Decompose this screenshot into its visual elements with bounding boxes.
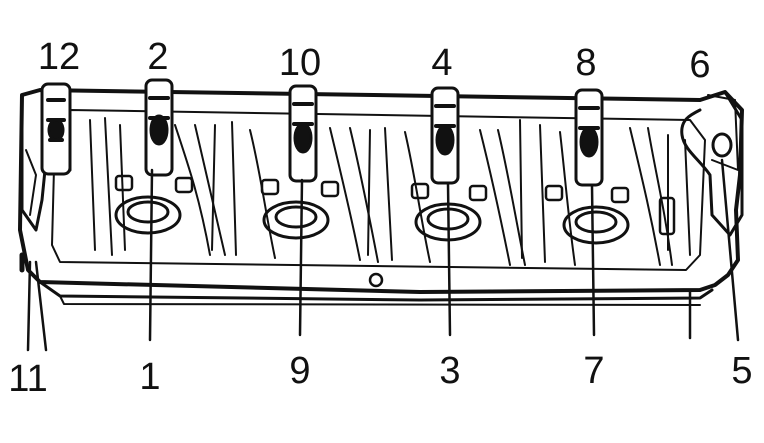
center-plug — [368, 272, 384, 288]
leader-5 — [720, 158, 740, 342]
bolt-top-8 — [574, 88, 604, 187]
label-bottom-1: 1 — [139, 356, 161, 398]
head-bottom-rail — [38, 280, 714, 302]
head-bolts — [40, 78, 604, 187]
label-bottom-9: 9 — [289, 350, 311, 392]
label-top-4: 4 — [431, 42, 453, 84]
label-top-6: 6 — [689, 44, 711, 86]
right-end-block — [680, 90, 744, 237]
label-top-10: 10 — [278, 42, 322, 84]
right-end-cutout — [707, 94, 739, 171]
left-end-shade — [25, 149, 37, 216]
leader-11 — [26, 260, 48, 352]
label-bottom-3: 3 — [439, 350, 461, 392]
head-bottom-rail-2 — [59, 295, 701, 306]
label-bottom-11: 11 — [8, 358, 48, 400]
label-top-2: 2 — [147, 36, 169, 78]
label-bottom-5: 5 — [731, 350, 753, 392]
combustion-chambers — [114, 195, 630, 245]
label-top-12: 12 — [37, 36, 81, 78]
label-bottom-7: 7 — [583, 350, 605, 392]
bolt-top-10 — [288, 84, 318, 183]
small-nuts — [114, 174, 676, 236]
bolt-top-4 — [430, 86, 460, 185]
leader-1 — [148, 168, 154, 342]
leader-3 — [446, 182, 452, 337]
leader-9 — [298, 178, 304, 337]
bolt-top-2 — [144, 78, 174, 177]
leader-lines — [26, 158, 740, 352]
right-end-bolt — [711, 132, 733, 158]
label-top-8: 8 — [575, 42, 597, 84]
bolt-top-12 — [40, 82, 72, 176]
leader-7 — [590, 184, 596, 337]
